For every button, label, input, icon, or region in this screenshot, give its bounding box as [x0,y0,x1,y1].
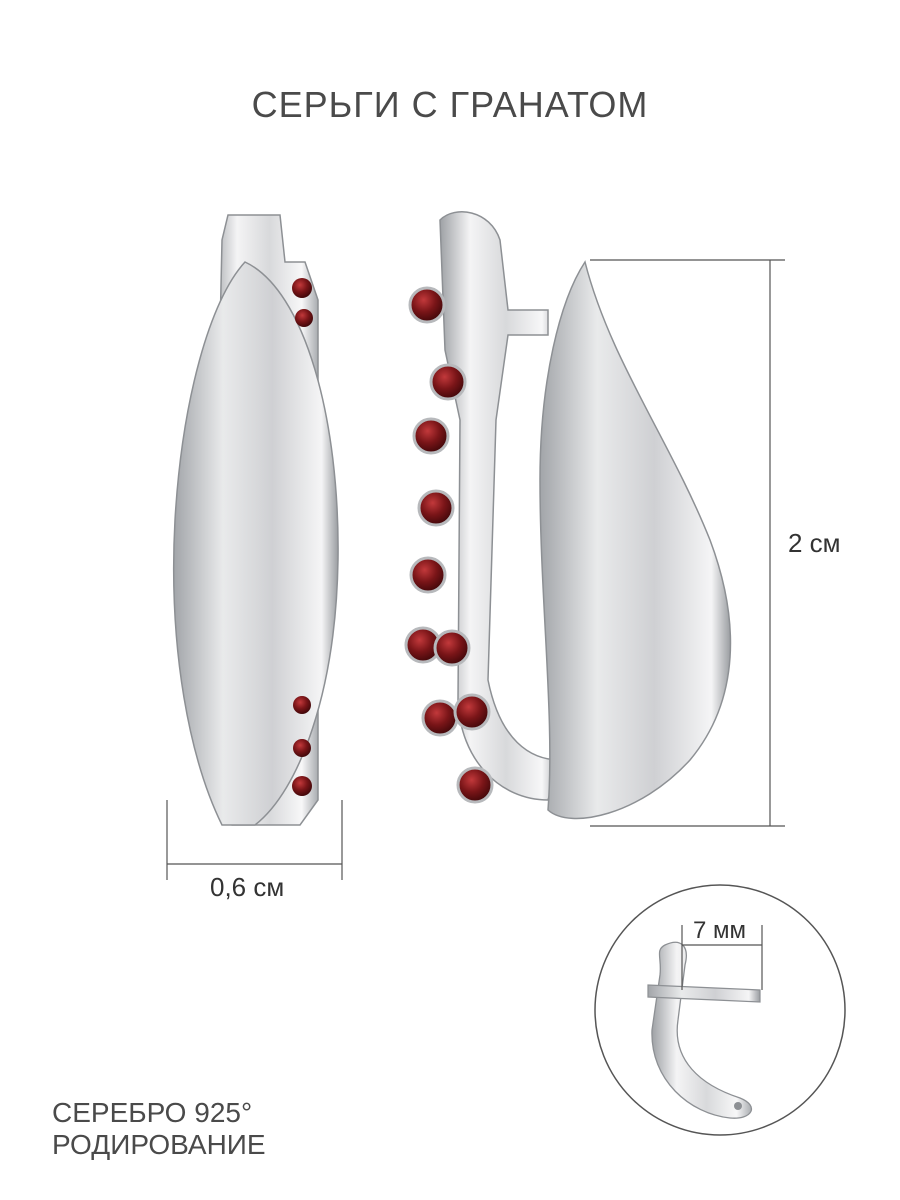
earring-front-view [404,211,732,820]
garnet-stone [456,766,494,804]
material-metal: СЕРЕБРО 925° [52,1097,253,1128]
garnet-stone [409,556,447,594]
garnet-stone [429,363,467,401]
height-label: 2 см [788,528,841,558]
garnet-stone [453,693,491,731]
material-info: СЕРЕБРО 925° РОДИРОВАНИЕ [52,1097,266,1161]
garnet-stones-front [404,286,494,804]
garnet-stone [293,739,311,757]
hook-detail [594,884,846,1136]
width-label: 0,6 см [210,872,285,902]
garnet-stone [295,309,313,327]
garnet-stone [433,629,471,667]
product-title: СЕРЬГИ С ГРАНАТОМ [251,84,649,125]
garnet-stone [293,696,311,714]
material-coating: РОДИРОВАНИЕ [52,1129,266,1160]
hook-width-label: 7 мм [693,917,747,944]
garnet-stone [408,286,446,324]
garnet-stone [292,776,312,796]
width-dimension-line [166,800,343,880]
garnet-stone [412,417,450,455]
garnet-stone [421,699,459,737]
garnet-stone [292,278,312,298]
height-dimension-line [590,259,785,827]
earring-side-view [172,214,339,826]
garnet-stone [417,489,455,527]
garnet-stones-side [292,278,313,796]
